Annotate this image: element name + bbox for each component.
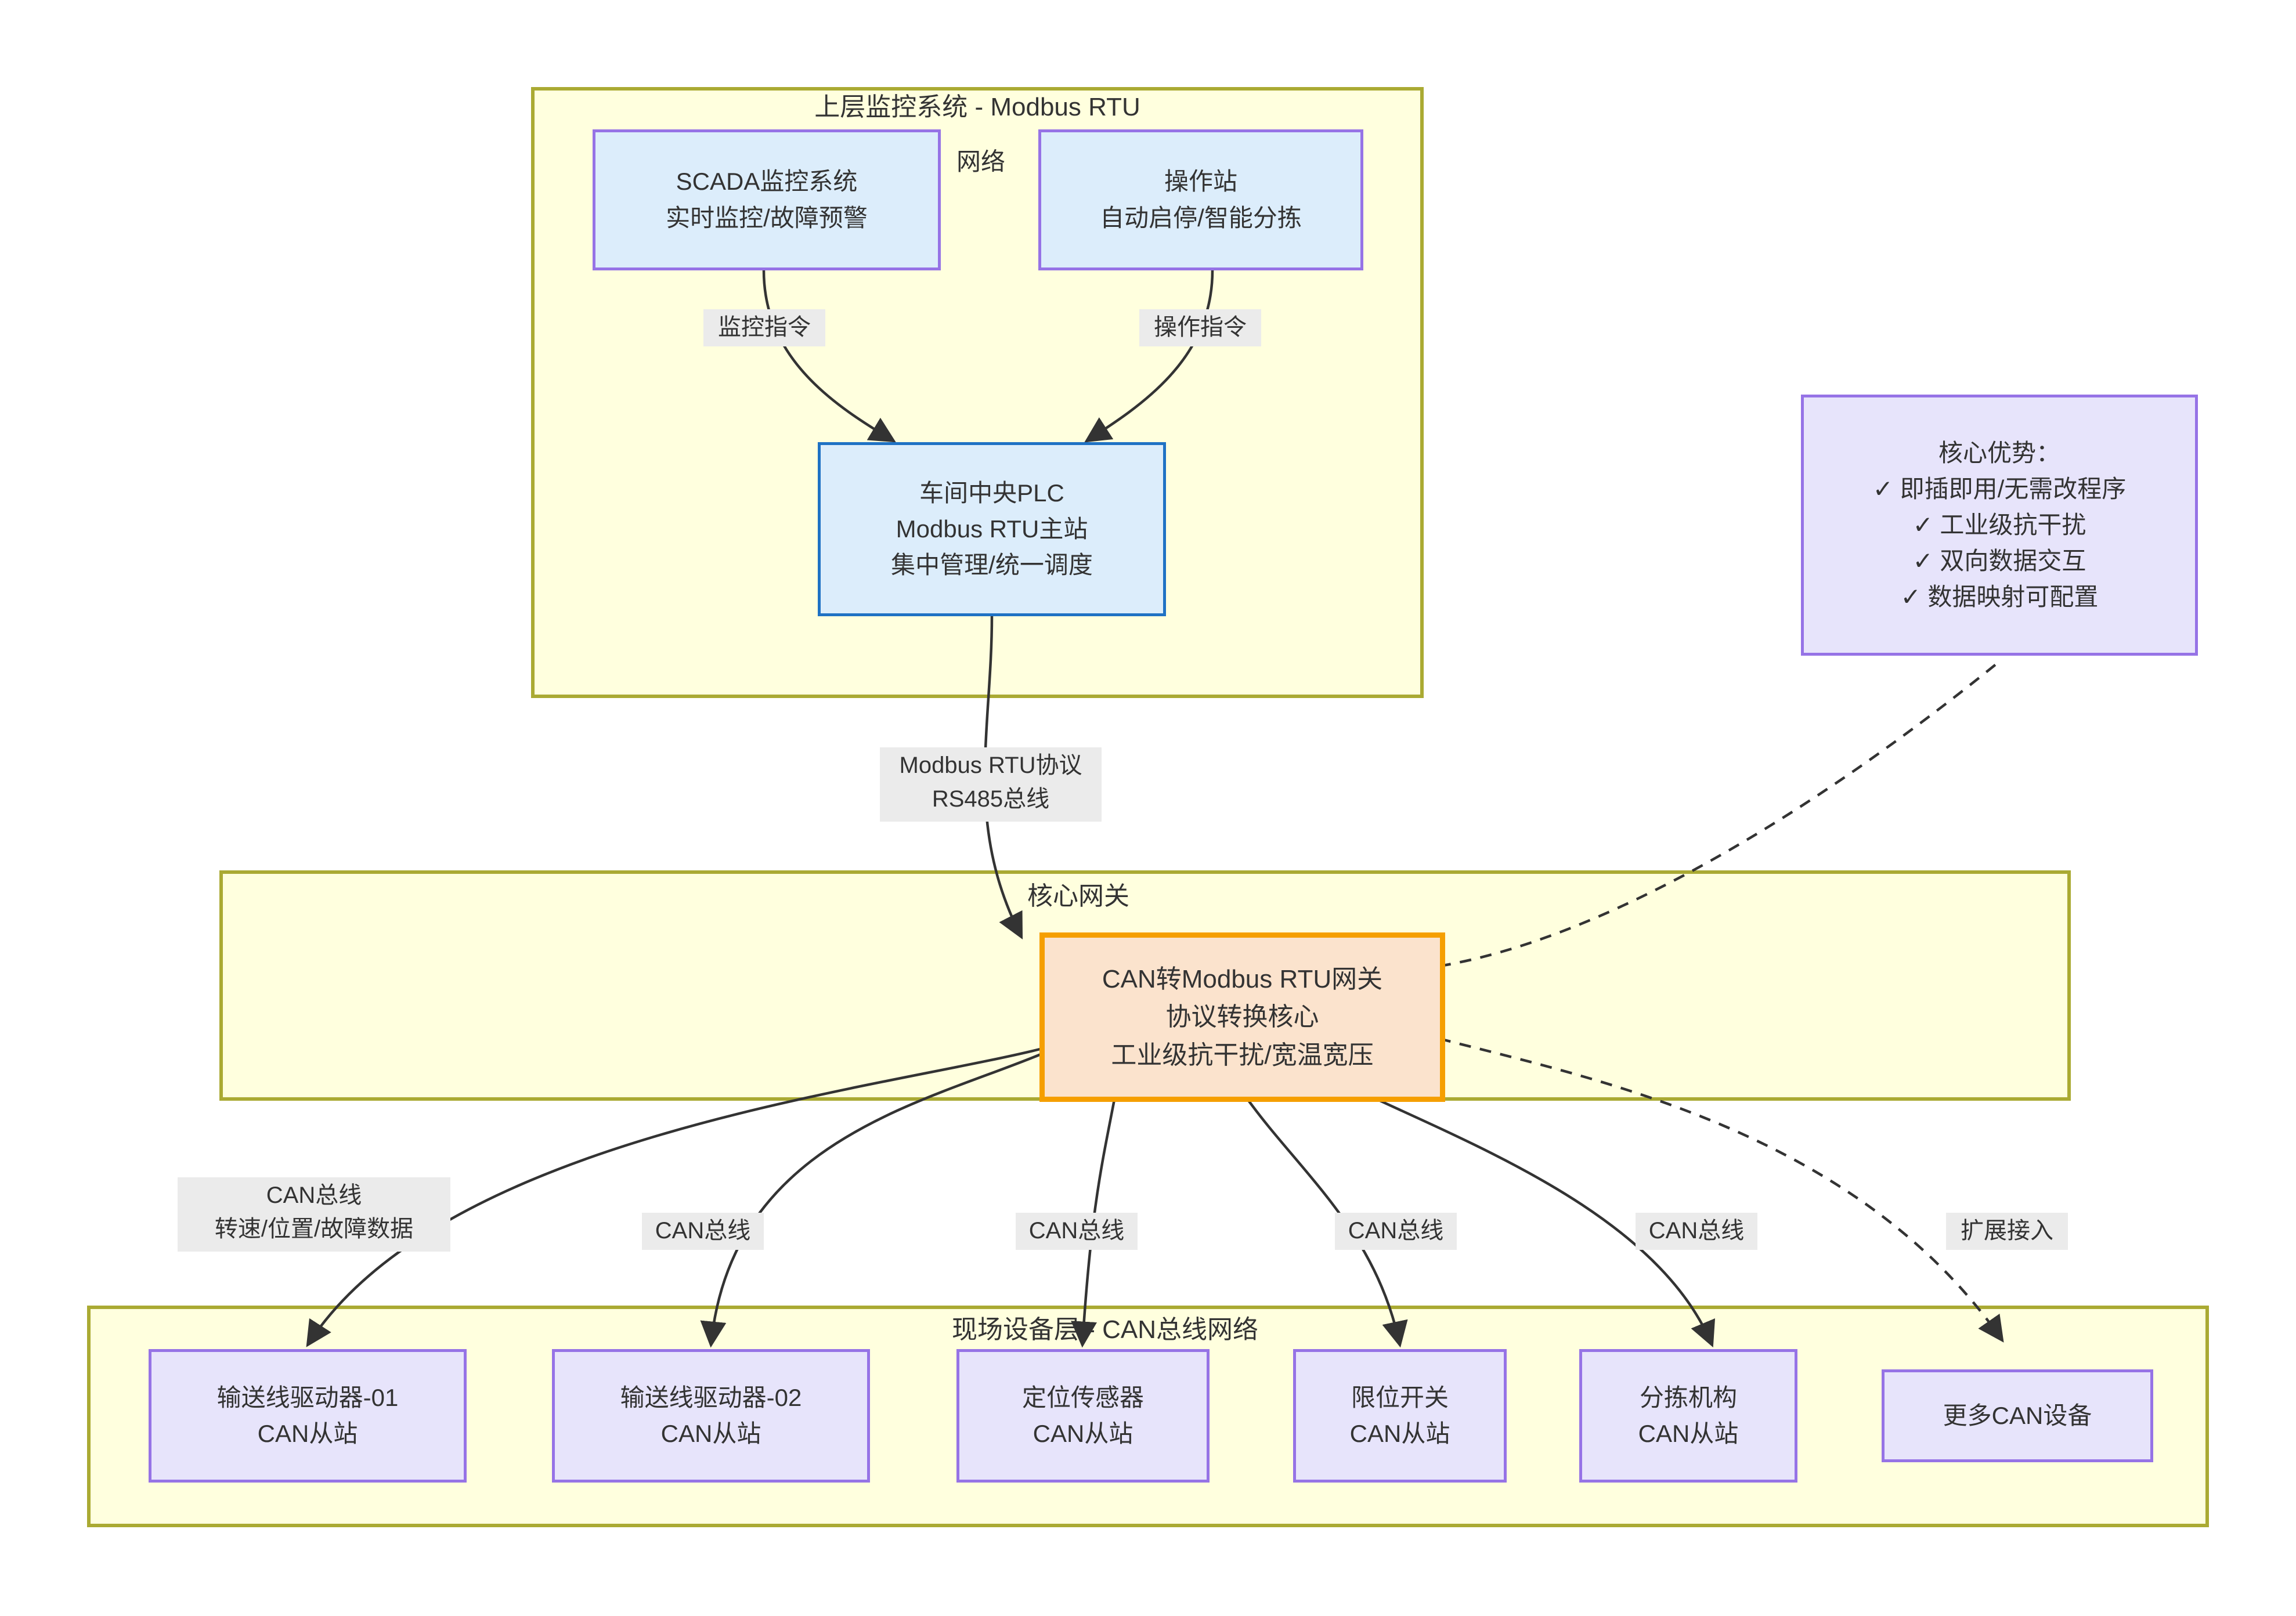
device-0-line2: CAN从站 bbox=[257, 1420, 358, 1447]
cluster-title-gateway: 核心网关 bbox=[1027, 882, 1129, 910]
device-2-line1: 定位传感器 bbox=[1021, 1383, 1144, 1411]
node-central-plc[interactable]: 车间中央PLC Modbus RTU主站 集中管理/统一调度 bbox=[818, 442, 1166, 616]
node-device-conveyor-driver-01[interactable]: 输送线驱动器-01 CAN从站 bbox=[149, 1349, 467, 1483]
edge-label-gw-dev1: CAN总线 转速/位置/故障数据 bbox=[178, 1177, 450, 1252]
advantages-item-0: ✓ 即插即用/无需改程序 bbox=[1872, 475, 2127, 502]
device-3-line2: CAN从站 bbox=[1349, 1420, 1450, 1447]
edge-label-plcgw-l1: Modbus RTU协议 bbox=[899, 753, 1082, 778]
edge-label-operator-to-plc: 操作指令 bbox=[1139, 309, 1261, 346]
device-0-line1: 输送线驱动器-01 bbox=[216, 1383, 399, 1411]
advantages-item-1: ✓ 工业级抗干扰 bbox=[1912, 511, 2086, 538]
edge-label-gw-dev4: CAN总线 bbox=[1335, 1213, 1457, 1250]
edge-label-d2-l1: CAN总线 bbox=[655, 1218, 751, 1243]
node-scada-line2: 实时监控/故障预警 bbox=[666, 204, 868, 232]
node-operator-line2: 自动启停/智能分拣 bbox=[1100, 204, 1302, 232]
edge-label-d4-l1: CAN总线 bbox=[1348, 1218, 1444, 1243]
node-plc-line2: Modbus RTU主站 bbox=[896, 515, 1088, 543]
device-4-line1: 分拣机构 bbox=[1639, 1383, 1737, 1411]
device-3-line1: 限位开关 bbox=[1351, 1383, 1449, 1411]
node-scada-line1: SCADA监控系统 bbox=[676, 168, 858, 196]
edge-label-d3-l1: CAN总线 bbox=[1028, 1218, 1125, 1243]
edge-label-gw-dev6: 扩展接入 bbox=[1946, 1213, 2068, 1250]
node-plc-line1: 车间中央PLC bbox=[919, 479, 1064, 507]
edge-label-d5-l1: CAN总线 bbox=[1648, 1218, 1745, 1243]
device-4-line2: CAN从站 bbox=[1638, 1420, 1739, 1447]
node-scada[interactable]: SCADA监控系统 实时监控/故障预警 bbox=[593, 129, 941, 270]
network-label: 网络 bbox=[956, 148, 1005, 175]
edge-label-scada-to-plc: 监控指令 bbox=[703, 309, 825, 346]
edge-label-d6-l1: 扩展接入 bbox=[1961, 1218, 2053, 1243]
edge-label-plcgw-l2: RS485总线 bbox=[932, 786, 1050, 812]
node-device-position-sensor[interactable]: 定位传感器 CAN从站 bbox=[956, 1349, 1210, 1483]
device-2-line2: CAN从站 bbox=[1033, 1420, 1133, 1447]
device-5-line1: 更多CAN设备 bbox=[1943, 1401, 2092, 1429]
node-device-conveyor-driver-02[interactable]: 输送线驱动器-02 CAN从站 bbox=[552, 1349, 870, 1483]
node-gateway-line3: 工业级抗干扰/宽温宽压 bbox=[1111, 1040, 1374, 1069]
advantages-title: 核心优势： bbox=[1938, 439, 2060, 467]
device-1-line2: CAN从站 bbox=[660, 1420, 761, 1447]
edge-label-scada-l1: 监控指令 bbox=[718, 314, 811, 340]
node-gateway-line1: CAN转Modbus RTU网关 bbox=[1102, 965, 1383, 994]
advantages-item-3: ✓ 数据映射可配置 bbox=[1900, 583, 2099, 611]
node-can-modbus-gateway[interactable]: CAN转Modbus RTU网关 协议转换核心 工业级抗干扰/宽温宽压 bbox=[1039, 932, 1445, 1102]
node-gateway-line2: 协议转换核心 bbox=[1165, 1003, 1319, 1032]
device-1-line1: 输送线驱动器-02 bbox=[620, 1383, 802, 1411]
cluster-title-top: 上层监控系统 - Modbus RTU bbox=[814, 93, 1140, 121]
node-device-sorting-mechanism[interactable]: 分拣机构 CAN从站 bbox=[1579, 1349, 1797, 1483]
node-plc-line3: 集中管理/统一调度 bbox=[891, 551, 1093, 579]
edge-label-d1-l1: CAN总线 bbox=[266, 1183, 362, 1208]
node-device-more-can-devices[interactable]: 更多CAN设备 bbox=[1882, 1369, 2153, 1462]
node-operator-station[interactable]: 操作站 自动启停/智能分拣 bbox=[1038, 129, 1363, 270]
cluster-title-field: 现场设备层 - CAN总线网络 bbox=[952, 1315, 1258, 1344]
edge-label-d1-l2: 转速/位置/故障数据 bbox=[214, 1216, 414, 1242]
node-operator-line1: 操作站 bbox=[1164, 168, 1237, 196]
node-device-limit-switch[interactable]: 限位开关 CAN从站 bbox=[1293, 1349, 1507, 1483]
edge-label-operator-l1: 操作指令 bbox=[1154, 314, 1247, 340]
edge-label-gw-dev2: CAN总线 bbox=[642, 1213, 764, 1250]
edge-label-gw-dev3: CAN总线 bbox=[1016, 1213, 1138, 1250]
node-core-advantages[interactable]: 核心优势： ✓ 即插即用/无需改程序 ✓ 工业级抗干扰 ✓ 双向数据交互 ✓ 数… bbox=[1801, 395, 2198, 656]
advantages-item-2: ✓ 双向数据交互 bbox=[1912, 547, 2086, 575]
edge-label-plc-to-gateway: Modbus RTU协议 RS485总线 bbox=[880, 747, 1102, 822]
edge-label-gw-dev5: CAN总线 bbox=[1636, 1213, 1757, 1250]
